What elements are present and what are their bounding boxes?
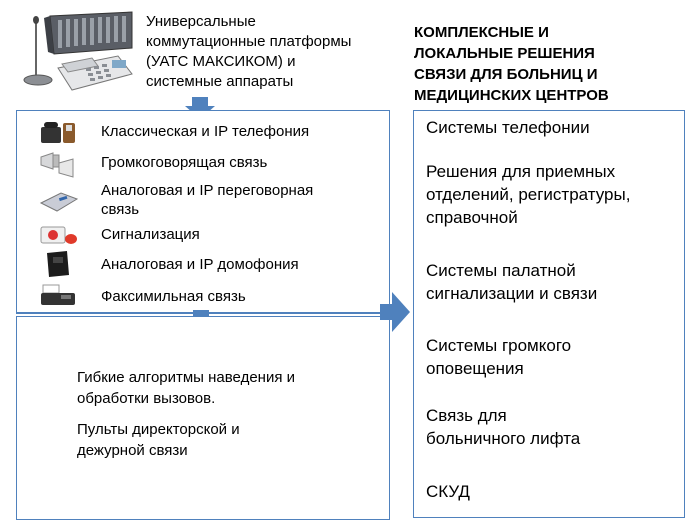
solution-line: справочной (426, 208, 518, 227)
solution-item: Системы палатной сигнализации и связи (426, 259, 676, 305)
header-line: коммутационные платформы (146, 33, 352, 50)
desk-phone-icon (39, 119, 79, 145)
header-line: (УАТС МАКСИКОМ) и (146, 53, 296, 70)
solution-line: Решения для приемных (426, 162, 616, 181)
solution-line: больничного лифта (426, 429, 581, 448)
loudspeaker-icon (39, 149, 79, 178)
services-box: Классическая и IP телефония Громкоговоря… (16, 110, 390, 314)
right-arrow-icon (380, 292, 410, 332)
text-line: дежурной связи (77, 442, 188, 459)
features-box: Гибкие алгоритмы наведения и обработки в… (16, 316, 390, 520)
alarm-icon (39, 221, 79, 247)
item-label: Факсимильная связь (101, 288, 246, 305)
service-item: Классическая и IP телефония (17, 117, 389, 147)
header-line: Универсальные (146, 13, 256, 30)
solution-item: Системы телефонии (426, 116, 676, 139)
intercom-panel-icon (39, 189, 79, 215)
fax-icon (39, 283, 79, 309)
item-label-line: Аналоговая и IP переговорная (101, 182, 314, 199)
item-label: Громкоговорящая связь (101, 154, 268, 171)
header-line: системные аппараты (146, 73, 294, 90)
item-label: Аналоговая и IP переговорная связь (101, 181, 371, 219)
platform-description: Универсальные коммутационные платформы (… (146, 12, 396, 92)
title-line: ЛОКАЛЬНЫЕ РЕШЕНИЯ (414, 45, 595, 62)
text-line: Гибкие алгоритмы наведения и (77, 369, 295, 386)
solution-item: Связь для больничного лифта (426, 404, 676, 450)
solution-line: отделений, регистратуры, (426, 185, 631, 204)
consoles-text: Пульты директорской и дежурной связи (77, 419, 367, 461)
door-phone-icon (39, 249, 79, 277)
service-item: Аналоговая и IP домофония (17, 249, 389, 279)
item-label: Аналоговая и IP домофония (101, 256, 299, 273)
title-line: СВЯЗИ ДЛЯ БОЛЬНИЦ И (414, 66, 598, 83)
service-item: Аналоговая и IP переговорная связь (17, 179, 389, 221)
service-item: Факсимильная связь (17, 283, 389, 313)
solutions-title: КОМПЛЕКСНЫЕ И ЛОКАЛЬНЫЕ РЕШЕНИЯ СВЯЗИ ДЛ… (414, 22, 684, 106)
solution-line: СКУД (426, 482, 470, 501)
solution-line: сигнализации и связи (426, 284, 598, 303)
solution-line: оповещения (426, 359, 524, 378)
service-item: Громкоговорящая связь (17, 149, 389, 179)
solution-line: Системы палатной (426, 261, 576, 280)
service-item: Сигнализация (17, 221, 389, 251)
solution-line: Связь для (426, 406, 507, 425)
pbx-equipment-illustration (14, 8, 136, 92)
item-label: Классическая и IP телефония (101, 123, 310, 140)
text-line: Пульты директорской и (77, 421, 240, 438)
item-label-line: связь (101, 201, 140, 218)
title-line: МЕДИЦИНСКИХ ЦЕНТРОВ (414, 87, 609, 104)
text-line: обработки вызовов. (77, 390, 216, 407)
down-arrow-icon (185, 97, 215, 119)
solution-line: Системы громкого (426, 336, 572, 355)
call-routing-text: Гибкие алгоритмы наведения и обработки в… (77, 367, 367, 409)
solution-item: Системы громкого оповещения (426, 334, 676, 380)
title-line: КОМПЛЕКСНЫЕ И (414, 24, 549, 41)
solution-item: Решения для приемных отделений, регистра… (426, 160, 676, 229)
item-label: Сигнализация (101, 226, 200, 243)
solution-item: СКУД (426, 480, 676, 503)
solution-line: Системы телефонии (426, 118, 590, 137)
solutions-box (413, 110, 685, 518)
